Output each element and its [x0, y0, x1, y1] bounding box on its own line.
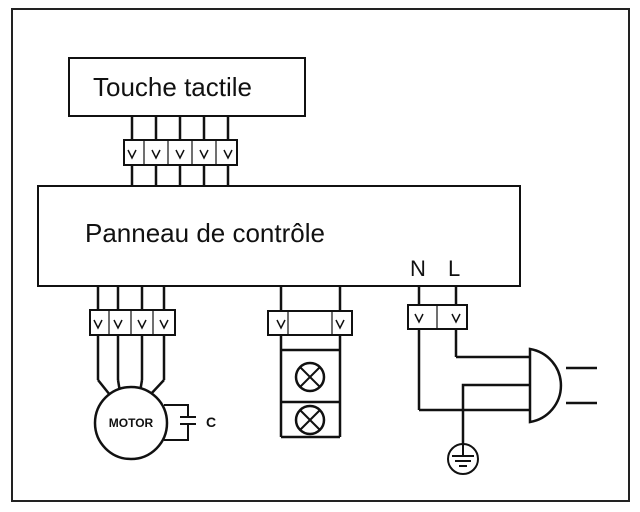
motor-terminal-block: [89, 309, 176, 336]
motor-wires: [96, 286, 166, 396]
neutral-label: N: [410, 256, 426, 281]
power-terminal-block: [407, 304, 468, 330]
live-label: L: [448, 256, 460, 281]
touch-key-box: Touche tactile: [68, 57, 306, 117]
control-panel-label: Panneau de contrôle: [85, 218, 325, 248]
lamp-icon: [294, 404, 326, 436]
plug-icon: [528, 347, 597, 424]
motor-icon: MOTOR: [93, 385, 169, 461]
lamp-terminal-block: [267, 310, 353, 336]
motor-label: MOTOR: [109, 416, 154, 430]
capacitor-icon: [164, 404, 196, 441]
lamp-icon: [294, 361, 326, 393]
capacitor-label: C: [206, 414, 216, 430]
control-panel-box: Panneau de contrôle N L: [37, 185, 521, 287]
diagram-frame: [11, 8, 630, 502]
touch-key-label: Touche tactile: [93, 72, 252, 102]
top-terminal-block: [123, 139, 238, 166]
ground-icon: [447, 443, 479, 475]
